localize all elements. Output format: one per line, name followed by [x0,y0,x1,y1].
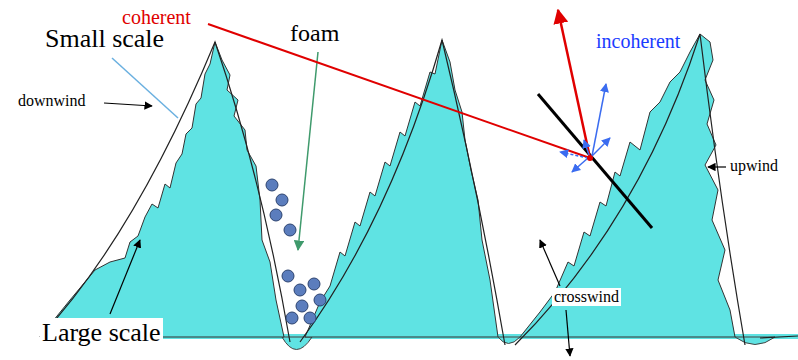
leader-arrow [110,240,140,314]
leader-line [112,58,178,118]
incident-ray [208,24,590,158]
text-label: downwind [18,92,86,110]
text-label: Large scale [40,318,163,348]
text-label: incoherent [596,30,680,53]
trough [282,337,312,350]
text-label: foam [290,20,339,48]
incoherent-rays [560,84,610,172]
coherent-ray [558,10,590,158]
scatter-point [587,155,593,161]
foam-bubbles [266,179,326,324]
leader-arrow [540,240,560,286]
large-scale-line [515,34,745,345]
leader-arrow [104,103,152,106]
leader-arrow [566,310,570,356]
tangent-plane [538,94,652,228]
leader-arrow [708,166,726,167]
text-label: crosswind [552,288,621,306]
wave [520,34,735,337]
large-scale-line [760,336,798,338]
text-label: Small scale [45,24,164,54]
leader-arrow [298,52,318,250]
large-scale-line [40,42,290,342]
large-scale-line [300,40,505,345]
text-label: upwind [730,157,778,175]
